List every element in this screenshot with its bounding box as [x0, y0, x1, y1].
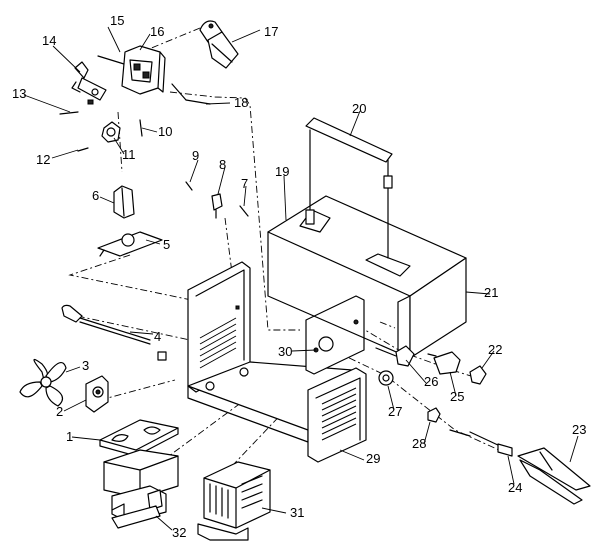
- callout-5: 5: [163, 237, 170, 252]
- part-2-motor: [85, 375, 109, 413]
- callout-21: 21: [484, 285, 498, 300]
- part-29-chassis: [187, 261, 367, 463]
- callout-3: 3: [82, 358, 89, 373]
- callout-13: 13: [12, 86, 26, 101]
- callout-24: 24: [508, 480, 522, 495]
- callout-29: 29: [366, 451, 380, 466]
- part-11-nut: [101, 121, 121, 143]
- part-6-clip: [113, 185, 135, 219]
- callout-22: 22: [488, 342, 502, 357]
- part-4-cord: [61, 304, 167, 361]
- parts-7-8-9: [185, 181, 249, 219]
- callout-11: 11: [122, 147, 136, 162]
- callout-17: 17: [264, 24, 278, 39]
- part-19-21-cover: [267, 195, 467, 359]
- callout-8: 8: [219, 157, 226, 172]
- callout-7: 7: [241, 176, 248, 191]
- part-20-handle: [305, 117, 393, 259]
- callout-4: 4: [154, 329, 161, 344]
- front-controls: [375, 345, 487, 385]
- part-32-transformer: [103, 449, 179, 529]
- part-3-fan: [19, 358, 67, 407]
- callout-14: 14: [42, 33, 56, 48]
- callout-1: 1: [66, 429, 73, 444]
- callout-2: 2: [56, 404, 63, 419]
- callout-19: 19: [275, 164, 289, 179]
- callout-labels: 15 14 16 17 13 18 10 11 12 9 8 19 20 7 6…: [12, 13, 586, 540]
- callout-16: 16: [150, 24, 164, 39]
- callout-12: 12: [36, 152, 50, 167]
- part-23-24-clamp: [449, 429, 591, 505]
- callout-30: 30: [278, 344, 292, 359]
- leader-lines: [23, 26, 579, 531]
- part-14-switch: [71, 61, 107, 101]
- part-30-front-plate: [305, 295, 365, 375]
- part-31-transformer: [197, 461, 271, 541]
- callout-23: 23: [572, 422, 586, 437]
- part-17-handle: [199, 20, 239, 69]
- part-16-bracket: [121, 45, 166, 95]
- callout-31: 31: [290, 505, 304, 520]
- callout-27: 27: [388, 404, 402, 419]
- parts-27-28: [378, 370, 441, 423]
- callout-32: 32: [172, 525, 186, 540]
- callout-26: 26: [424, 374, 438, 389]
- part-5-plate: [97, 231, 163, 257]
- assembly-lines: [62, 27, 511, 471]
- callout-6: 6: [92, 188, 99, 203]
- callout-10: 10: [158, 124, 172, 139]
- callout-25: 25: [450, 389, 464, 404]
- screws-top: [59, 55, 211, 152]
- callout-9: 9: [192, 148, 199, 163]
- callout-15: 15: [110, 13, 124, 28]
- callout-20: 20: [352, 101, 366, 116]
- callout-28: 28: [412, 436, 426, 451]
- callout-18: 18: [234, 95, 248, 110]
